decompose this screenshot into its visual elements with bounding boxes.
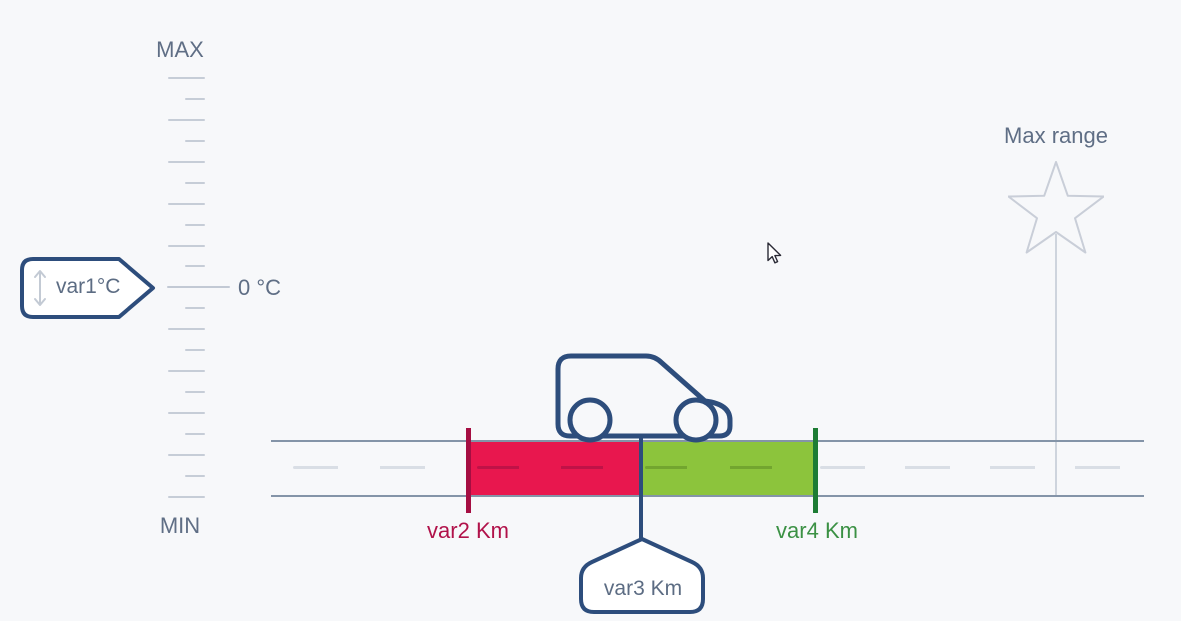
road-dashes bbox=[293, 466, 468, 469]
scale-tick bbox=[168, 453, 205, 456]
road-dashes bbox=[820, 466, 1144, 469]
scale-tick bbox=[168, 370, 205, 373]
scale-tick bbox=[168, 412, 205, 414]
scale-tick bbox=[185, 432, 205, 435]
car-rear-wheel bbox=[567, 397, 613, 443]
scale-max-label: MAX bbox=[156, 37, 204, 62]
max-range-stem-line bbox=[1055, 234, 1057, 495]
segment-end-marker bbox=[813, 428, 818, 513]
segment-start-marker bbox=[466, 428, 471, 513]
temperature-value-tag[interactable]: var1°C bbox=[18, 255, 158, 321]
road-dashes-red bbox=[477, 466, 637, 469]
thermometer-scale bbox=[167, 77, 230, 498]
segment-end-label: var4 Km bbox=[776, 518, 858, 543]
car-position-badge[interactable]: var3 Km bbox=[577, 535, 709, 617]
scale-tick bbox=[168, 495, 205, 498]
scale-tick bbox=[185, 181, 205, 184]
scale-zero-tick bbox=[167, 286, 230, 289]
road-top-line bbox=[271, 440, 1144, 442]
scale-tick bbox=[185, 265, 205, 268]
vertical-drag-arrow-icon bbox=[34, 270, 46, 306]
road-bottom-line bbox=[271, 495, 1144, 497]
scale-tick bbox=[168, 118, 205, 121]
tag-shape bbox=[20, 257, 155, 319]
scale-tick bbox=[185, 349, 205, 352]
road-dashes-green bbox=[645, 466, 809, 469]
scale-tick bbox=[185, 223, 205, 226]
badge-shape bbox=[579, 537, 705, 614]
segment-start-label: var2 Km bbox=[427, 518, 509, 543]
temperature-tag-label: var1°C bbox=[56, 275, 121, 298]
mouse-cursor-icon bbox=[767, 242, 782, 264]
scale-tick bbox=[185, 97, 205, 100]
car-position-line bbox=[639, 430, 643, 540]
car-position-label: var3 Km bbox=[603, 577, 683, 600]
scale-tick bbox=[185, 139, 205, 142]
scale-tick bbox=[185, 474, 205, 477]
scale-tick bbox=[168, 77, 205, 79]
scale-tick bbox=[168, 328, 205, 331]
car-front-wheel bbox=[673, 397, 719, 443]
scale-tick bbox=[185, 391, 205, 394]
scale-tick bbox=[185, 307, 205, 310]
scale-tick bbox=[168, 202, 205, 205]
car-icon bbox=[555, 353, 733, 443]
scale-tick bbox=[168, 244, 205, 247]
scale-zero-label: 0 °C bbox=[238, 275, 282, 300]
max-range-label: Max range bbox=[1004, 123, 1108, 148]
scale-tick bbox=[168, 160, 205, 163]
scale-min-label: MIN bbox=[159, 513, 201, 538]
star-icon bbox=[1008, 161, 1104, 254]
